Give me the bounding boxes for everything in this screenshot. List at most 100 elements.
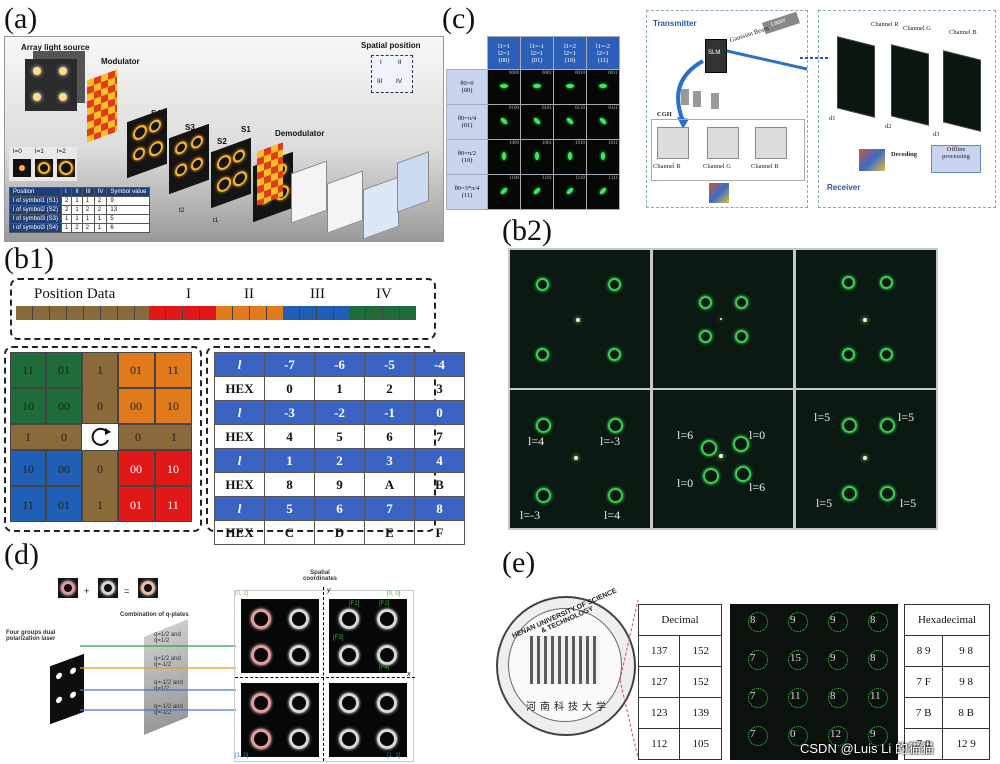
hex-table-cell: 5 xyxy=(264,496,315,521)
hex-table-cell: 2 xyxy=(364,376,415,401)
f-label: [F1] xyxy=(349,601,360,607)
oam-number: 12 xyxy=(830,728,841,740)
b2-frame-5: l=6 l=0 l=0 l=6 xyxy=(653,390,793,528)
channel-r-label: Channel R xyxy=(653,163,681,170)
hex-table-cell: F xyxy=(414,520,465,545)
receiver-channel-r: Channel R xyxy=(871,21,899,28)
receiver-plane-r xyxy=(837,36,875,118)
laser-plate xyxy=(50,653,84,725)
bits-green-br: 00 xyxy=(58,399,70,413)
hex-table-cell: l xyxy=(214,352,265,377)
oam-ring xyxy=(748,650,768,670)
receiver-plane-b xyxy=(943,50,981,132)
symbol-label-s4: S4 xyxy=(151,109,161,118)
f-label: [F2] xyxy=(379,601,390,607)
hex-table-cell: 6 xyxy=(364,424,415,449)
decimal-title: Decimal xyxy=(638,604,722,636)
oam-ring xyxy=(788,650,808,670)
spatial-position-label: Spatial position xyxy=(361,41,421,50)
hex-table-cell: HEX xyxy=(214,424,265,449)
bits-cross-mid-bot: 0 xyxy=(97,462,103,476)
oam-ring xyxy=(868,650,888,670)
modulator-plate xyxy=(87,69,117,143)
b2-label: l=6 xyxy=(749,480,766,494)
combination-label: Combination of q-plates xyxy=(120,612,189,618)
roman-II: II xyxy=(244,286,254,302)
oam-number: 7 xyxy=(750,728,756,740)
oam-legend: l=0 l=1 l=2 xyxy=(9,147,77,181)
oam-ring xyxy=(868,612,888,632)
bits-orange-bl: 00 xyxy=(130,399,142,413)
hex-table-cell: 7 xyxy=(364,496,415,521)
equals-sign: = xyxy=(124,586,130,596)
hex-table-cell: HEX xyxy=(214,520,265,545)
d2-label: d2 xyxy=(885,123,892,130)
decoded-image xyxy=(859,149,885,171)
channel-r-image xyxy=(657,127,689,159)
bits-green-tl: 11 xyxy=(22,363,34,377)
receiver-channel-g: Channel G xyxy=(903,25,931,32)
light-source-cube xyxy=(25,59,77,111)
screen-s3 xyxy=(169,123,209,195)
bits-cross-bot: 1 xyxy=(97,498,103,512)
col-header: l1=-2 xyxy=(595,42,611,50)
col-header: l1=-1 xyxy=(529,42,545,50)
transmitter-arrows xyxy=(676,49,807,129)
hex-table-cell: HEX xyxy=(214,472,265,497)
b2-frame-2 xyxy=(653,250,793,388)
bits-orange-tl: 01 xyxy=(130,363,142,377)
oam-number: 15 xyxy=(790,652,801,664)
b2-label: l=5 xyxy=(816,496,833,510)
polarization-cell: 0110 xyxy=(553,104,587,140)
b2-label: l=-3 xyxy=(600,434,621,448)
receiver-plane-g xyxy=(891,44,929,126)
cgh-label: CGH xyxy=(657,111,672,118)
oam-ring xyxy=(868,726,888,746)
bits-red-tl: 00 xyxy=(130,462,142,476)
channel-b-image xyxy=(755,127,787,159)
receiver-box: Channel R Channel G Channel B d1 d2 d3 D… xyxy=(818,10,996,208)
q-label: q=1/2 and q=1/2 xyxy=(154,632,181,644)
col-header: l1=1 xyxy=(498,42,510,50)
panel-a-label: (a) xyxy=(4,2,38,35)
slm-label: SLM xyxy=(708,50,721,56)
b2-label: l=6 xyxy=(677,428,694,442)
b2-label: l=0 xyxy=(677,476,694,490)
hex-table-row: l-7-6-5-4 xyxy=(214,352,465,377)
hex-table-cell: 6 xyxy=(314,496,365,521)
hex-table-cell: -1 xyxy=(364,400,415,425)
time-t2: t2 xyxy=(179,207,185,214)
b2-label: l=5 xyxy=(900,496,917,510)
polarization-cell: 1011 xyxy=(586,139,620,175)
oam-number: 8 xyxy=(750,614,756,626)
university-seal: HENAN UNIVERSITY OF SCIENCE & TECHNOLOGY… xyxy=(496,588,636,736)
table-header: Position xyxy=(8,187,63,197)
oam-number: 9 xyxy=(870,728,876,740)
polarization-cell: 0000 xyxy=(487,69,521,105)
x-axis xyxy=(235,677,415,679)
d-beam-1 xyxy=(58,578,78,598)
polarization-cell: 1001 xyxy=(520,139,554,175)
y-axis-label: y xyxy=(327,587,331,594)
oam-number: 7 xyxy=(750,690,756,702)
bits-cross-left: 1 xyxy=(25,430,31,444)
b2-frame-3 xyxy=(796,250,936,388)
oam-ring xyxy=(788,688,808,708)
hex-table-cell: 0 xyxy=(414,400,465,425)
legend-l2: l=2 xyxy=(57,148,66,155)
polarization-cell: 0101 xyxy=(520,104,554,140)
offline-processing-box: Offline processing xyxy=(931,145,981,173)
b2-label: l=-3 xyxy=(520,508,541,522)
hex-table-cell: -2 xyxy=(314,400,365,425)
